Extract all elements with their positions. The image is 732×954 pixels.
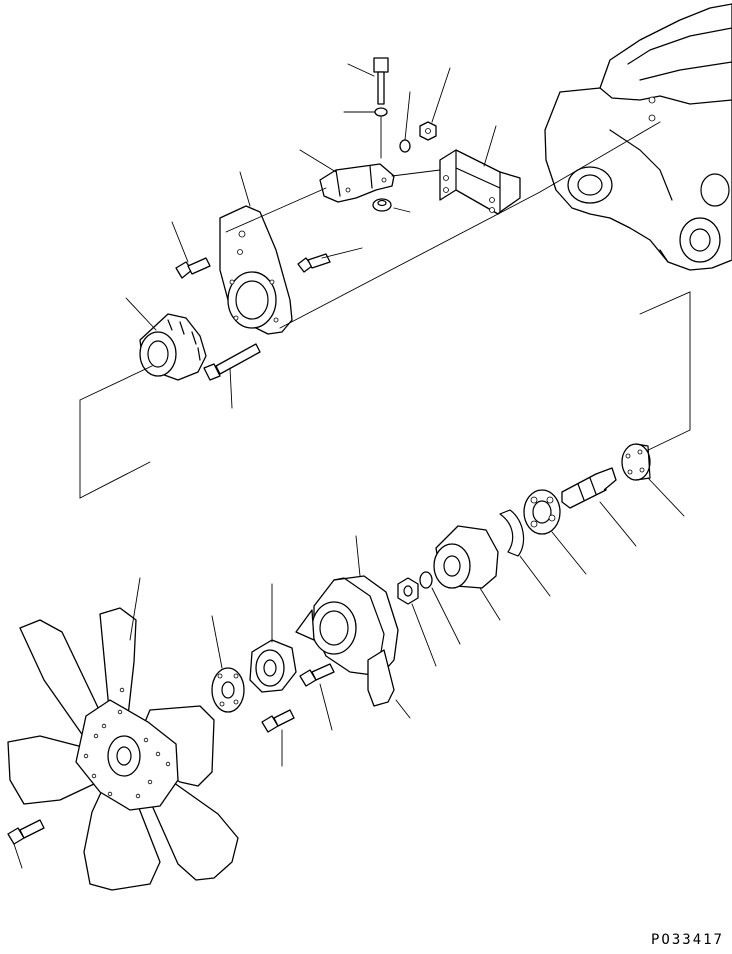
top-nut (419, 121, 437, 141)
snap-ring (499, 509, 525, 557)
fan-bracket-plate (219, 205, 293, 335)
fan-hub-housing (433, 525, 499, 589)
pulley-bolt (299, 663, 335, 687)
top-washer (374, 107, 388, 117)
end-cap (621, 443, 651, 481)
mounting-spacer-block (439, 149, 521, 215)
cooling-fan (7, 607, 239, 891)
hub-washer (419, 571, 433, 589)
leader-lines-top (125, 63, 497, 409)
engine-block (544, 3, 732, 271)
drawing-number: PO33417 (650, 932, 724, 948)
fan-drive-shaft (561, 467, 617, 509)
explosion-axis-lines (79, 121, 691, 499)
fan-flange (211, 667, 245, 713)
bracket-bolt-left (175, 257, 211, 279)
leader-lines-bottom (13, 477, 685, 869)
fan-bolt (7, 819, 45, 845)
lock-washer (399, 139, 411, 153)
small-bracket (319, 163, 395, 203)
spacer-bolt (261, 709, 295, 733)
hub-nut (397, 577, 419, 605)
bracket-bolt-right (297, 253, 331, 273)
top-bolt (373, 57, 389, 105)
bearing (523, 489, 561, 535)
long-bolt (203, 343, 261, 381)
fan-spacer (249, 639, 297, 693)
spacer-collar (372, 198, 392, 212)
fan-pulley (295, 575, 399, 707)
bearing-housing (139, 313, 207, 381)
